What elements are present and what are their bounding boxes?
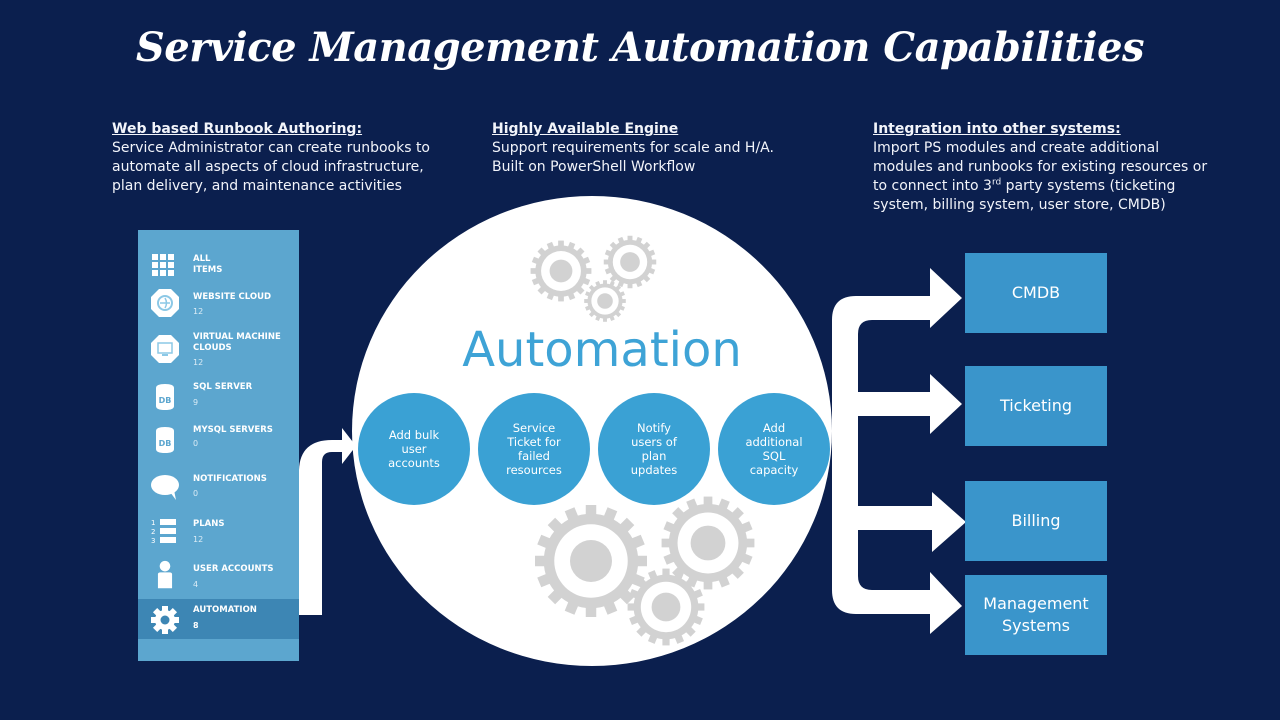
caption-line: Import PS modules and create additional xyxy=(873,140,1160,156)
svg-text:2: 2 xyxy=(151,528,155,536)
sidebar-item-label: Notifications xyxy=(193,474,267,484)
sidebar-item-user-accounts[interactable]: User Accounts 4 xyxy=(138,560,299,604)
sidebar-item-website-cloud[interactable]: Website Cloud 12 xyxy=(138,288,299,332)
target-cmdb: CMDB xyxy=(965,253,1107,333)
caption-line: modules and runbooks for existing resour… xyxy=(873,159,1208,175)
user-icon xyxy=(157,560,173,589)
sidebar-item-vm-clouds[interactable]: Virtual Machine Clouds 12 xyxy=(138,332,299,376)
caption-runbook-authoring: Web based Runbook Authoring: Service Adm… xyxy=(112,120,452,196)
sidebar-item-count: 12 xyxy=(193,307,204,316)
sidebar-item-label: Plans xyxy=(193,519,225,529)
sidebar-item-sql-server[interactable]: DB SQL Server 9 xyxy=(138,380,299,424)
sidebar-item-count: 9 xyxy=(193,398,199,407)
svg-text:3: 3 xyxy=(151,537,155,545)
sidebar-item-label: AllItems xyxy=(193,254,223,275)
speech-bubble-icon xyxy=(151,475,179,500)
caption-heading: Web based Runbook Authoring: xyxy=(112,121,363,137)
sidebar-item-label: Website Cloud xyxy=(193,292,272,302)
sidebar-item-label: Automation xyxy=(193,605,257,615)
sidebar-item-count: 12 xyxy=(193,358,204,367)
sidebar-item-label: User Accounts xyxy=(193,564,274,574)
svg-text:DB: DB xyxy=(159,439,172,448)
target-management-systems: Management Systems xyxy=(965,575,1107,655)
caption-line: to connect into 3rd party systems (ticke… xyxy=(873,177,1176,194)
caption-heading: Integration into other systems: xyxy=(873,121,1121,137)
target-billing: Billing xyxy=(965,481,1107,561)
target-ticketing: Ticketing xyxy=(965,366,1107,446)
sidebar-item-count: 12 xyxy=(193,535,204,544)
monitor-icon xyxy=(151,335,179,363)
sidebar-item-mysql-servers[interactable]: DB MySQL Servers 0 xyxy=(138,423,299,467)
caption-line: Support requirements for scale and H/A. xyxy=(492,140,774,156)
caption-line: system, billing system, user store, CMDB… xyxy=(873,197,1166,213)
website-cloud-icon xyxy=(151,289,179,317)
caption-line: Built on PowerShell Workflow xyxy=(492,159,696,175)
grid-icon xyxy=(152,254,174,276)
sidebar-item-automation[interactable]: Automation 8 xyxy=(138,599,299,639)
svg-text:DB: DB xyxy=(159,396,172,405)
sidebar-item-count: 0 xyxy=(193,489,199,498)
automation-label: Automation xyxy=(462,322,742,378)
database-icon: DB xyxy=(156,384,174,410)
task-add-sql-capacity: Add additional SQL capacity xyxy=(718,393,830,505)
task-notify-users: Notify users of plan updates xyxy=(598,393,710,505)
caption-line: plan delivery, and maintenance activitie… xyxy=(112,178,402,194)
portal-sidebar: AllItems Website Cloud 12 Virtual Machin… xyxy=(138,230,299,661)
svg-text:1: 1 xyxy=(151,519,155,527)
sidebar-item-count: 8 xyxy=(193,621,199,630)
sidebar-item-label: MySQL Servers xyxy=(193,425,273,435)
caption-integration: Integration into other systems: Import P… xyxy=(873,120,1218,215)
database-icon: DB xyxy=(156,427,174,453)
sidebar-item-plans[interactable]: 1 2 3 Plans 12 xyxy=(138,515,299,559)
sidebar-item-count: 4 xyxy=(193,580,199,589)
slide-title: Service Management Automation Capabiliti… xyxy=(135,24,1145,71)
caption-ha-engine: Highly Available Engine Support requirem… xyxy=(492,120,812,177)
caption-heading: Highly Available Engine xyxy=(492,121,679,137)
sidebar-item-label: SQL Server xyxy=(193,382,253,392)
gear-icon xyxy=(151,606,179,634)
task-add-bulk-users: Add bulk user accounts xyxy=(358,393,470,505)
caption-line: Service Administrator can create runbook… xyxy=(112,140,430,156)
sidebar-item-count: 0 xyxy=(193,439,199,448)
sidebar-item-notifications[interactable]: Notifications 0 xyxy=(138,470,299,514)
sidebar-item-all-items[interactable]: AllItems xyxy=(138,250,299,294)
task-service-ticket: Service Ticket for failed resources xyxy=(478,393,590,505)
caption-line: automate all aspects of cloud infrastruc… xyxy=(112,159,424,175)
numbered-list-icon: 1 2 3 xyxy=(151,519,176,545)
sidebar-item-label: Virtual Machine Clouds xyxy=(193,332,281,353)
